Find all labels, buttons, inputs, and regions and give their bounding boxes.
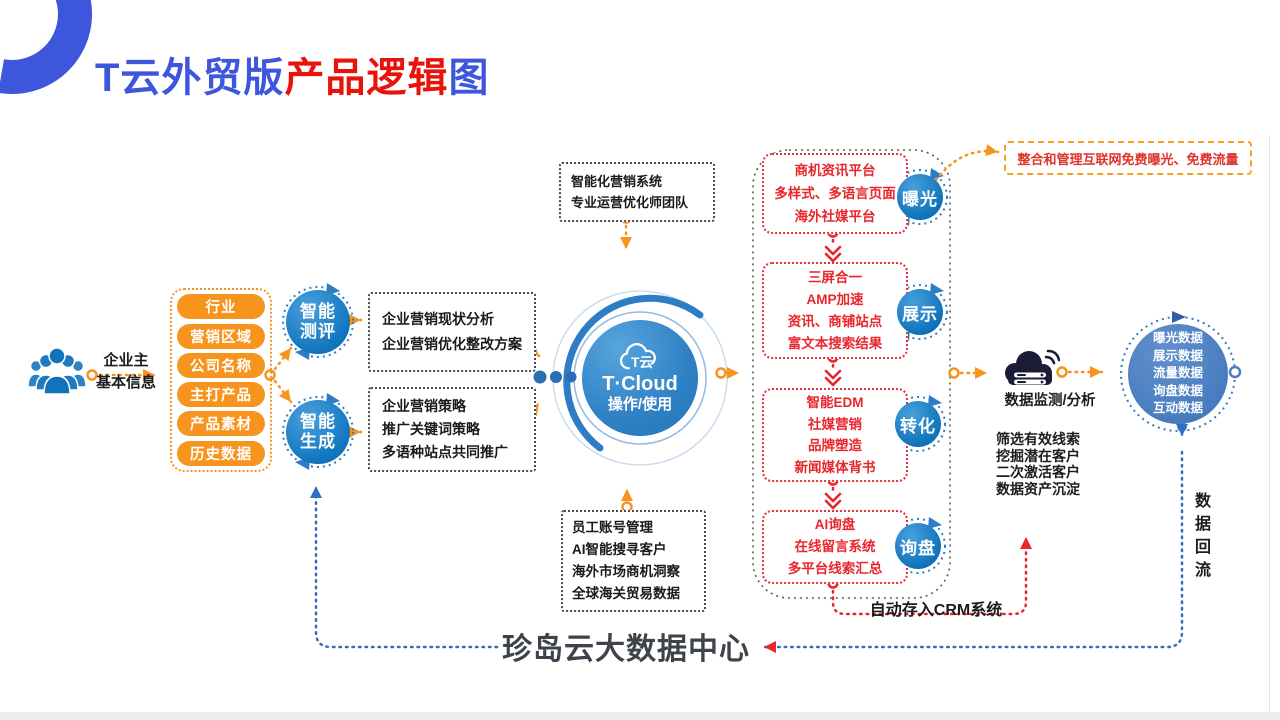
- inquiry-line: 多平台线索汇总: [787, 561, 883, 576]
- strategy-box: 企业营销策略 推广关键词策略 多语种站点共同推广: [368, 387, 536, 472]
- generate-line-2: 生成: [300, 432, 336, 451]
- conversion-line: 新闻媒体背书: [794, 459, 876, 475]
- strategy-line-3: 多语种站点共同推广: [382, 444, 508, 460]
- info-item-industry: 行业: [177, 294, 265, 320]
- title-part-1: T云外贸版: [95, 56, 285, 100]
- info-item-history: 历史数据: [177, 440, 265, 466]
- info-item-product: 主打产品: [177, 382, 265, 408]
- staff-line-3: 海外市场商机洞察: [572, 564, 680, 579]
- funnel-box-display: 三屏合一 AMP加速 资讯、商铺站点 富文本搜索结果: [762, 262, 908, 359]
- title-part-2: 产品逻辑: [284, 56, 449, 100]
- right-edge: [1269, 135, 1270, 713]
- assess-line-2: 测评: [300, 322, 336, 341]
- tcloud-hub: T云 T·Cloud 操作/使用: [582, 320, 698, 436]
- insight-line: 挖掘潜在客户: [996, 447, 1080, 464]
- data-metrics-circle: 曝光数据 展示数据 流量数据 询盘数据 互动数据: [1128, 324, 1228, 424]
- corner-ring-decoration: [0, 0, 92, 95]
- insight-line: 二次激活客户: [996, 464, 1080, 480]
- conversion-line: 智能EDM: [806, 395, 864, 410]
- display-line: AMP加速: [806, 291, 864, 307]
- display-line: 富文本搜索结果: [787, 335, 883, 351]
- analysis-line-2: 企业营销优化整改方案: [382, 336, 522, 352]
- page-title: T云外贸版产品逻辑图: [95, 45, 489, 103]
- bottom-edge: [0, 712, 1280, 720]
- funnel-box-exposure: 商机资讯平台 多样式、多语言页面 海外社媒平台: [762, 153, 908, 234]
- node-smart-generation: 智能 生成: [286, 400, 350, 464]
- system-line-2: 专业运营优化师团队: [571, 195, 689, 210]
- stage-inquiry: 询盘: [895, 523, 941, 569]
- insight-line: 筛选有效线索: [996, 431, 1080, 447]
- stage-exposure: 曝光: [897, 174, 943, 220]
- stage-display: 展示: [897, 289, 943, 335]
- insight-line: 数据资产沉淀: [996, 480, 1080, 497]
- title-part-3: 图: [448, 56, 490, 100]
- exposure-line: 商机资讯平台: [794, 163, 876, 178]
- analysis-box: 企业营销现状分析 企业营销优化整改方案: [368, 292, 536, 372]
- free-traffic-note: 整合和管理互联网免费曝光、免费流量: [1004, 141, 1252, 175]
- node-smart-assessment: 智能 测评: [286, 290, 350, 354]
- generate-line-1: 智能: [300, 412, 336, 431]
- inquiry-line: AI询盘: [814, 517, 856, 532]
- metric-exposure-data: 曝光数据: [1152, 331, 1203, 346]
- metric-interaction-data: 互动数据: [1152, 401, 1203, 416]
- system-line-1: 智能化营销系统: [571, 174, 663, 189]
- strategy-line-2: 推广关键词策略: [382, 421, 480, 437]
- datacenter-title: 珍岛云大数据中心: [502, 633, 750, 666]
- display-line: 三屏合一: [808, 269, 862, 285]
- info-item-region: 营销区域: [177, 323, 265, 349]
- owner-line-2: 基本信息: [95, 374, 156, 391]
- staff-line-2: AI智能搜寻客户: [572, 542, 667, 557]
- marketing-system-box: 智能化营销系统 专业运营优化师团队: [559, 162, 715, 222]
- exposure-line: 多样式、多语言页面: [774, 186, 896, 201]
- info-item-company: 公司名称: [177, 352, 265, 378]
- staff-line-1: 员工账号管理: [572, 520, 653, 535]
- inquiry-line: 在线留言系统: [794, 539, 876, 554]
- exposure-line: 海外社媒平台: [794, 209, 876, 224]
- display-line: 资讯、商铺站点: [787, 313, 883, 329]
- staff-tools-box: 员工账号管理 AI智能搜寻客户 海外市场商机洞察 全球海关贸易数据: [561, 510, 706, 612]
- metric-inquiry-data: 询盘数据: [1152, 383, 1203, 398]
- metric-display-data: 展示数据: [1152, 348, 1203, 363]
- conversion-line: 品牌塑造: [808, 438, 862, 453]
- owner-line-1: 企业主: [103, 352, 149, 369]
- owner-label: 企业主 基本信息: [90, 350, 162, 394]
- stage-conversion: 转化: [895, 401, 941, 447]
- analysis-line-1: 企业营销现状分析: [382, 311, 494, 327]
- data-monitor-label: 数据监测/分析: [1004, 393, 1096, 409]
- insights-list: 筛选有效线索 挖掘潜在客户 二次激活客户 数据资产沉淀: [996, 431, 1088, 497]
- strategy-line-1: 企业营销策略: [382, 398, 466, 414]
- basic-info-panel: 行业 营销区域 公司名称 主打产品 产品素材 历史数据: [170, 288, 272, 472]
- funnel-box-inquiry: AI询盘 在线留言系统 多平台线索汇总: [762, 510, 908, 584]
- crm-note: 自动存入CRM系统: [869, 602, 1003, 619]
- info-item-material: 产品素材: [177, 411, 265, 437]
- metric-traffic-data: 流量数据: [1152, 366, 1203, 381]
- tcloud-name: T·Cloud: [602, 372, 678, 395]
- tcloud-subtitle: 操作/使用: [607, 395, 673, 413]
- tcloud-logo-icon: T云: [615, 342, 665, 372]
- tcloud-logo-text: T云: [631, 354, 653, 370]
- data-monitor-icon: [1005, 349, 1060, 385]
- business-owners-icon: [27, 347, 87, 395]
- conversion-line: 社媒营销: [808, 416, 862, 432]
- assess-line-1: 智能: [300, 302, 336, 321]
- staff-line-4: 全球海关贸易数据: [572, 586, 680, 601]
- data-backflow-label: 数据回流: [1192, 492, 1209, 584]
- funnel-box-conversion: 智能EDM 社媒营销 品牌塑造 新闻媒体背书: [762, 388, 908, 482]
